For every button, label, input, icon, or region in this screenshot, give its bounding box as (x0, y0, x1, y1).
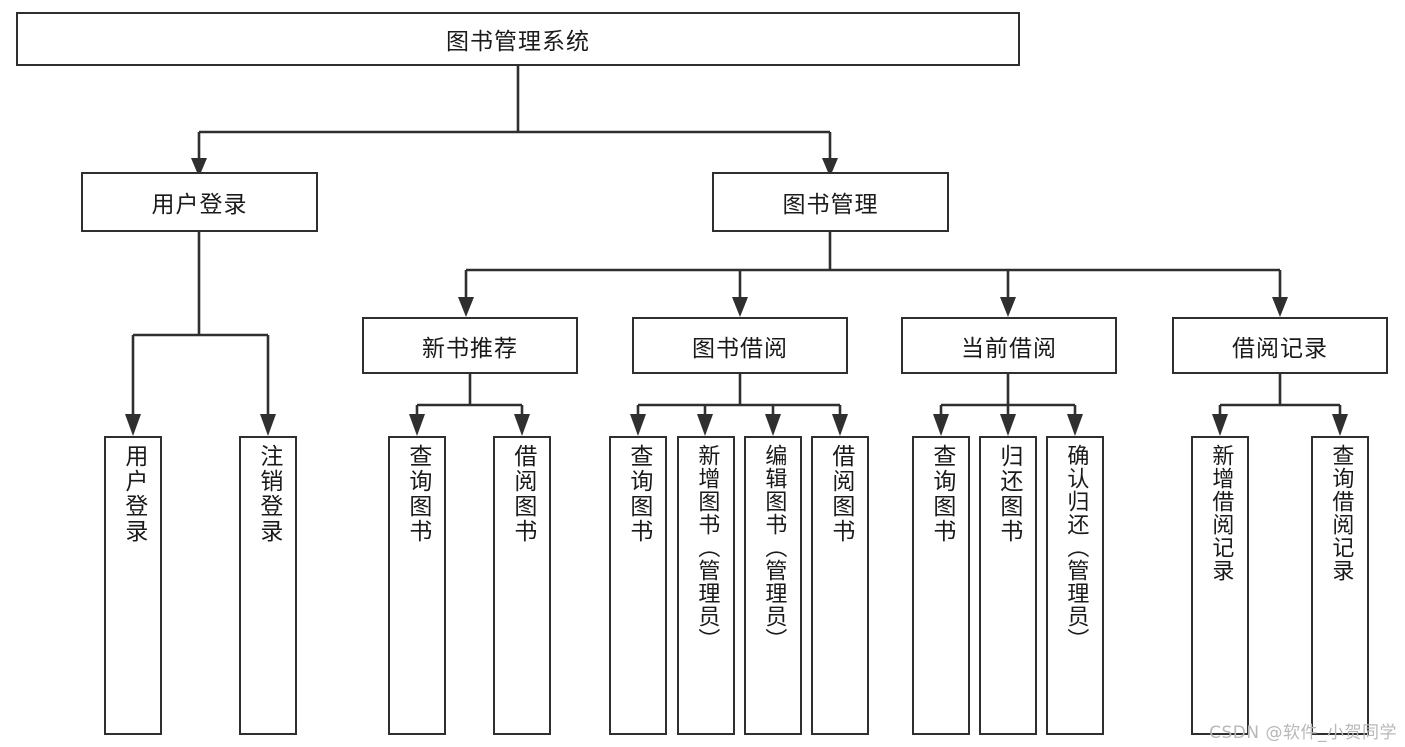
leaf-query-book-3-label: 查询图书 (928, 444, 955, 544)
leaf-edit-book-label: 编辑图书（管理员） (761, 444, 787, 651)
node-borrow-record-label: 借阅记录 (1232, 335, 1328, 362)
leaf-borrow-book-2-label: 借阅图书 (827, 444, 854, 544)
leaf-query-book-1-label: 查询图书 (404, 444, 431, 544)
leaf-query-book-2-label: 查询图书 (625, 444, 652, 544)
leaf-query-book-3[interactable]: 查询图书 (912, 436, 970, 735)
node-current-borrow-label: 当前借阅 (961, 335, 1057, 362)
leaf-return-book[interactable]: 归还图书 (979, 436, 1037, 735)
csdn-watermark: CSDN @软件_小贺同学 (1209, 723, 1397, 743)
leaf-query-record[interactable]: 查询借阅记录 (1311, 436, 1369, 735)
leaf-logout-label: 注销登录 (255, 444, 282, 544)
leaf-borrow-book-1[interactable]: 借阅图书 (493, 436, 551, 735)
leaf-query-book-2[interactable]: 查询图书 (609, 436, 667, 735)
leaf-user-login[interactable]: 用户登录 (104, 436, 162, 735)
node-current-borrow[interactable]: 当前借阅 (901, 317, 1117, 374)
leaf-add-book-label: 新增图书（管理员） (694, 444, 720, 651)
leaf-add-book[interactable]: 新增图书（管理员） (677, 436, 735, 735)
node-new-book-rec[interactable]: 新书推荐 (362, 317, 578, 374)
leaf-logout[interactable]: 注销登录 (239, 436, 297, 735)
node-book-mgmt[interactable]: 图书管理 (712, 172, 949, 232)
leaf-borrow-book-1-label: 借阅图书 (509, 444, 536, 544)
leaf-confirm-return[interactable]: 确认归还（管理员） (1046, 436, 1104, 735)
node-borrow-record[interactable]: 借阅记录 (1172, 317, 1388, 374)
node-book-borrow[interactable]: 图书借阅 (632, 317, 848, 374)
leaf-borrow-book-2[interactable]: 借阅图书 (811, 436, 869, 735)
node-user-login-label: 用户登录 (151, 192, 248, 218)
node-root-label: 图书管理系统 (446, 29, 590, 55)
node-book-borrow-label: 图书借阅 (692, 335, 788, 362)
node-new-book-rec-label: 新书推荐 (422, 335, 518, 362)
node-book-mgmt-label: 图书管理 (782, 192, 879, 218)
leaf-edit-book[interactable]: 编辑图书（管理员） (744, 436, 802, 735)
leaf-query-record-label: 查询借阅记录 (1328, 444, 1354, 582)
node-user-login[interactable]: 用户登录 (81, 172, 318, 232)
node-root[interactable]: 图书管理系统 (16, 12, 1020, 66)
leaf-add-record[interactable]: 新增借阅记录 (1191, 436, 1249, 735)
leaf-user-login-label: 用户登录 (120, 444, 147, 544)
leaf-return-book-label: 归还图书 (995, 444, 1022, 544)
leaf-query-book-1[interactable]: 查询图书 (388, 436, 446, 735)
leaf-add-record-label: 新增借阅记录 (1208, 444, 1234, 582)
leaf-confirm-return-label: 确认归还（管理员） (1063, 444, 1089, 651)
